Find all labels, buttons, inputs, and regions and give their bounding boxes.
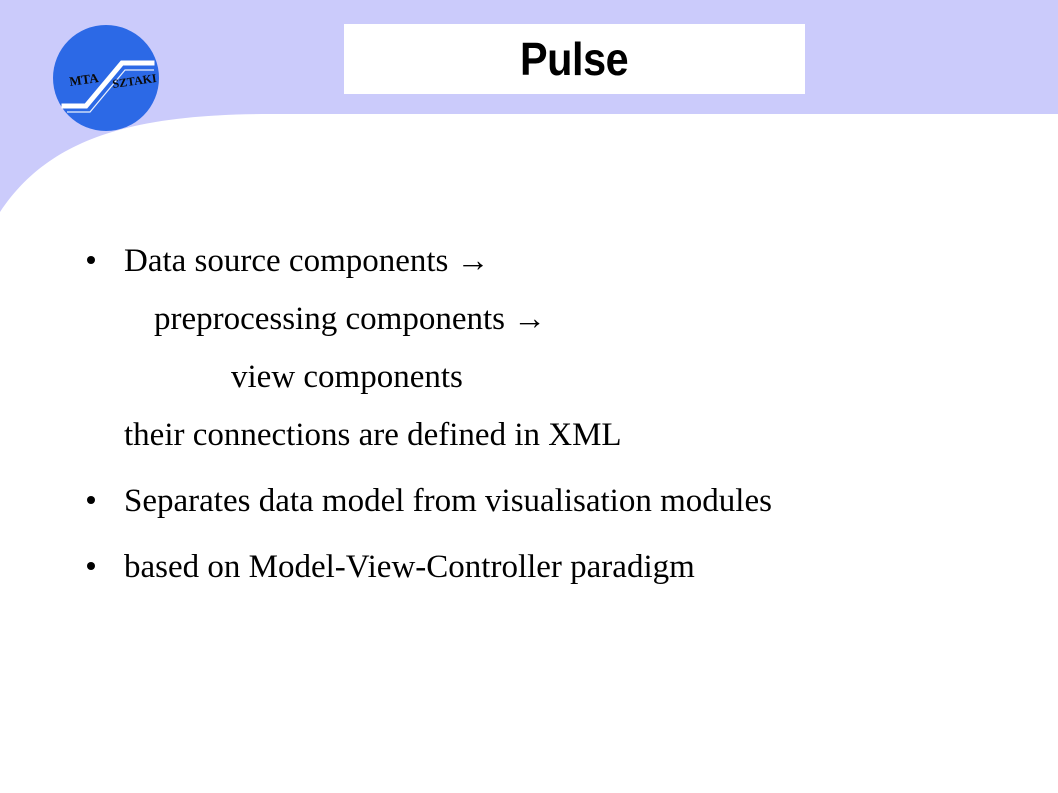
bullet-line-view-components: view components bbox=[231, 359, 463, 395]
slide-title: Pulse bbox=[520, 33, 629, 85]
bullet-dot-icon bbox=[87, 256, 95, 264]
bullet-item-data-flow: Data source components → preprocessing c… bbox=[82, 232, 1002, 464]
title-box: Pulse bbox=[344, 24, 805, 94]
bullet-line-connections-xml: their connections are defined in XML bbox=[124, 417, 622, 453]
bullet-line-mvc-paradigm: based on Model-View-Controller paradigm bbox=[124, 549, 695, 585]
bullet-line-data-source: Data source components → bbox=[124, 243, 490, 279]
logo-left-text: MTA bbox=[68, 70, 100, 89]
bullet-dot-icon bbox=[87, 496, 95, 504]
bullet-item-separation: Separates data model from visualisation … bbox=[82, 472, 1002, 530]
bullet-item-mvc: based on Model-View-Controller paradigm bbox=[82, 538, 1002, 596]
bullet-line-separates-data-model: Separates data model from visualisation … bbox=[124, 483, 772, 519]
bullet-list: Data source components → preprocessing c… bbox=[82, 232, 1002, 596]
bullet-line-preprocessing: preprocessing components → bbox=[154, 301, 547, 337]
logo-right-text: SZTAKI bbox=[111, 71, 157, 91]
bullet-dot-icon bbox=[87, 562, 95, 570]
mta-sztaki-logo: MTA SZTAKI bbox=[53, 25, 159, 131]
